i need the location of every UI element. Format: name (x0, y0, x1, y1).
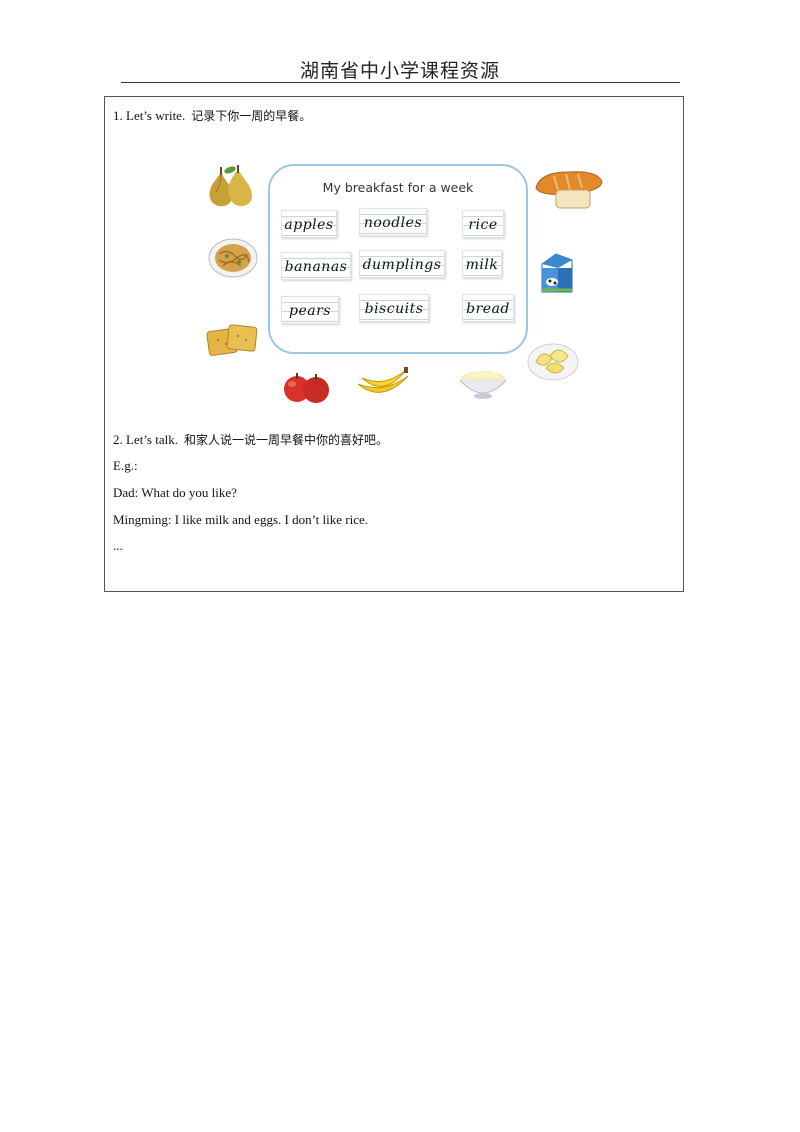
word-card-label: bread (466, 301, 510, 317)
section2-label: 2. Let’s talk. (113, 432, 178, 447)
rice-icon (459, 370, 507, 399)
section2-heading: 2. Let’s talk. 和家人说一说一周早餐中你的喜好吧。 (113, 431, 388, 448)
page-header-title: 湖南省中小学课程资源 (299, 60, 500, 82)
word-card: apples (281, 210, 337, 238)
board-title: My breakfast for a week (322, 180, 474, 195)
pears-icon (209, 165, 252, 207)
dialogue-ellipsis: ... (113, 538, 123, 553)
section1-heading: 1. Let’s write. 记录下你一周的早餐。 (113, 107, 311, 124)
header-divider (121, 82, 680, 83)
word-card: noodles (359, 208, 427, 236)
word-card: rice (462, 210, 504, 238)
dialogue-line-dad: Dad: What do you like? (113, 485, 237, 500)
word-card-label: noodles (363, 215, 423, 231)
word-card: pears (281, 296, 339, 324)
word-card: bread (462, 294, 514, 322)
bananas-icon (357, 367, 409, 393)
word-card-label: bananas (284, 259, 348, 275)
noodles-icon (208, 238, 258, 278)
word-card: biscuits (359, 294, 429, 322)
word-card: dumplings (359, 250, 445, 278)
word-card: milk (462, 250, 502, 278)
word-card-label: biscuits (364, 301, 424, 317)
example-label: E.g.: (113, 458, 138, 473)
word-card: bananas (281, 252, 351, 280)
worksheet-box (104, 96, 684, 592)
apples-icon (284, 373, 329, 403)
biscuits-icon (206, 324, 258, 356)
word-card-label: milk (465, 257, 499, 273)
word-card-label: dumplings (362, 257, 442, 273)
section1-label: 1. Let’s write. (113, 108, 186, 123)
bread-icon (535, 171, 603, 209)
word-card-label: rice (468, 217, 498, 233)
word-card-label: apples (284, 217, 334, 233)
dialogue-line-mingming: Mingming: I like milk and eggs. I don’t … (113, 512, 369, 527)
section1-instruction: 记录下你一周的早餐。 (191, 109, 312, 123)
word-card-label: pears (289, 303, 331, 319)
breakfast-word-board: My breakfast for a week apples noodles r… (268, 164, 528, 354)
section2-instruction: 和家人说一说一周早餐中你的喜好吧。 (184, 433, 389, 447)
dumplings-icon (527, 343, 579, 381)
milk-carton-icon (541, 253, 573, 293)
